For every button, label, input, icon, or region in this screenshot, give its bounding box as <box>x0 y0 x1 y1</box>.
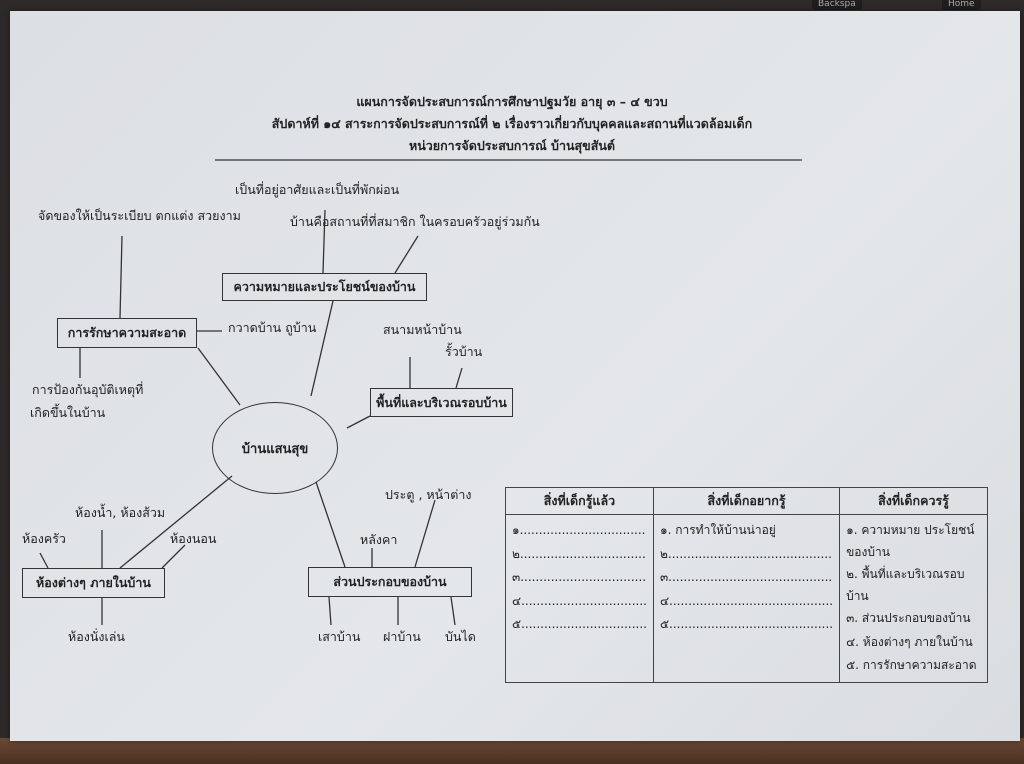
header-should: สิ่งที่เด็กควรรู้ <box>839 487 988 515</box>
list-item: ๕................................. <box>512 617 647 631</box>
list-item: ๓. ส่วนประกอบของบ้าน <box>846 611 971 625</box>
rooms-item: ห้องนอน <box>170 531 217 546</box>
cleaning-item: จัดของให้เป็นระเบียบ ตกแต่ง สวยงาม <box>38 208 241 223</box>
list-item: ๕.......................................… <box>659 617 834 631</box>
cleaning-item: เกิดขึ้นในบ้าน <box>30 405 106 420</box>
home-key: Home <box>942 0 981 10</box>
list-item: ๕. การรักษาความสะอาด <box>846 658 977 672</box>
area-item: สนามหน้าบ้าน <box>383 322 462 337</box>
parts-item: บันได <box>445 629 476 644</box>
list-item: ๓................................. <box>512 570 647 584</box>
parts-item: เสาบ้าน <box>318 629 361 644</box>
node-rooms: ห้องต่างๆ ภายในบ้าน <box>22 568 165 598</box>
meaning-item: บ้านคือสถานที่ที่สมาชิก ในครอบครัวอยู่ร่… <box>290 214 540 229</box>
known-column: ๑................................. ๒....… <box>505 514 654 683</box>
table-row: ๑................................. ๒....… <box>505 514 988 683</box>
wooden-table <box>0 738 1024 764</box>
kwl-table: สิ่งที่เด็กรู้แล้ว สิ่งที่เด็กอยากรู้ สิ… <box>505 487 988 683</box>
list-item: ๑................................. <box>512 523 646 537</box>
list-item: ๒................................. <box>512 546 646 561</box>
rooms-item: ห้องครัว <box>22 531 66 546</box>
header-known: สิ่งที่เด็กรู้แล้ว <box>505 487 654 515</box>
want-column: ๑. การทำให้บ้านน่าอยู่ ๒................… <box>652 514 841 683</box>
list-item: ๒.......................................… <box>659 546 832 561</box>
should-column: ๑. ความหมาย ประโยชน์ของบ้าน ๒. พื้นที่แล… <box>839 514 988 683</box>
list-item: ๒. พื้นที่และบริเวณรอบบ้าน <box>846 567 965 603</box>
parts-item: ประตู , หน้าต่าง <box>385 487 472 502</box>
meaning-item: เป็นที่อยู่อาศัยและเป็นที่พักผ่อน <box>235 182 400 197</box>
header-line-2: สัปดาห์ที่ ๑๔ สาระการจัดประสบการณ์ที่ ๒ … <box>271 116 753 131</box>
rooms-item: ห้องนั่งเล่น <box>68 629 125 644</box>
parts-item: หลังคา <box>360 532 398 547</box>
node-meaning: ความหมายและประโยชน์ของบ้าน <box>222 273 427 301</box>
list-item: ๓.......................................… <box>659 570 833 584</box>
backspace-key: Backspa <box>812 0 862 10</box>
area-item: รั้วบ้าน <box>445 344 483 359</box>
header-line-3: หน่วยการจัดประสบการณ์ บ้านสุขสันต์ <box>408 138 615 153</box>
list-item: ๔. ห้องต่างๆ ภายในบ้าน <box>846 634 973 649</box>
header-line-1: แผนการจัดประสบการณ์การศึกษาปฐมวัย อายุ ๓… <box>356 94 668 109</box>
node-parts: ส่วนประกอบของบ้าน <box>308 567 472 597</box>
node-area: พื้นที่และบริเวณรอบบ้าน <box>370 388 513 417</box>
table-header-row: สิ่งที่เด็กรู้แล้ว สิ่งที่เด็กอยากรู้ สิ… <box>505 487 988 515</box>
header-want: สิ่งที่เด็กอยากรู้ <box>652 487 841 515</box>
mindmap-center-node: บ้านแสนสุข <box>212 402 338 494</box>
list-item: ๑. ความหมาย ประโยชน์ของบ้าน <box>846 523 975 559</box>
parts-item: ฝาบ้าน <box>383 629 421 644</box>
list-item: ๑. การทำให้บ้านน่าอยู่ <box>659 523 776 537</box>
list-item: ๔................................. <box>512 593 647 608</box>
list-item: ๔.......................................… <box>659 593 834 608</box>
cleaning-item: กวาดบ้าน ถูบ้าน <box>228 320 317 335</box>
node-cleaning: การรักษาความสะอาด <box>57 318 197 348</box>
rooms-item: ห้องน้ำ, ห้องส้วม <box>75 505 166 520</box>
cleaning-item: การป้องกันอุบัติเหตุที่ <box>32 382 144 397</box>
